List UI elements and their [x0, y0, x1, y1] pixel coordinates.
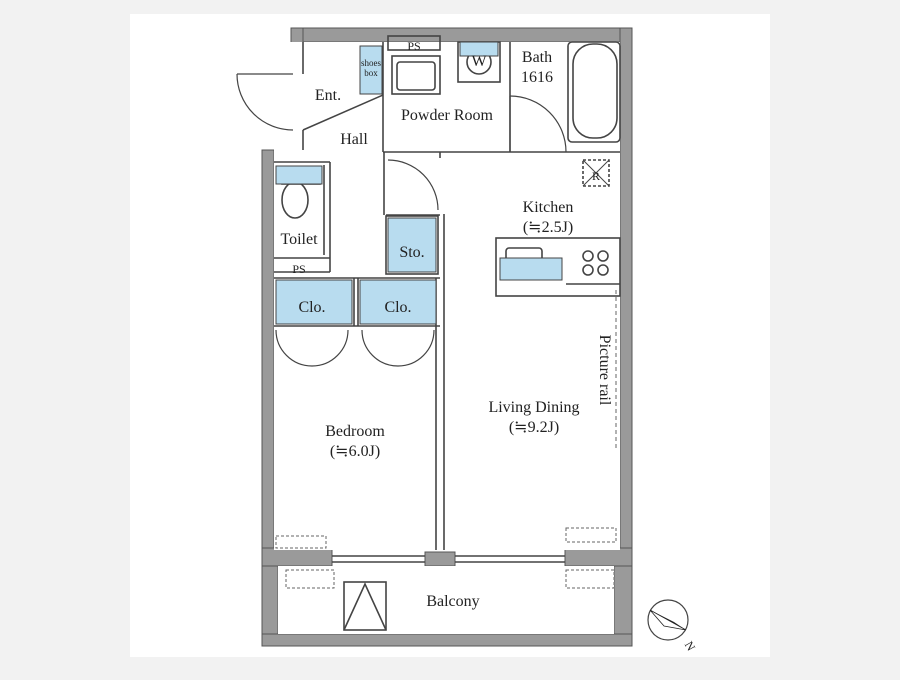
picture-rail-label: Picture rail — [596, 334, 613, 406]
bath-label: Bath — [521, 49, 553, 66]
living-dining-label: Living Dining — [488, 399, 580, 416]
closet-1-label: Clo. — [298, 299, 326, 316]
bedroom-size-label: (≒6.0J) — [329, 443, 381, 460]
balcony-label: Balcony — [426, 593, 480, 610]
kitchen-label: Kitchen — [522, 199, 574, 216]
compass-icon — [647, 599, 689, 641]
storage-label: Sto. — [399, 244, 425, 261]
toilet-label: Toilet — [280, 231, 318, 248]
closet-2-label: Clo. — [384, 299, 412, 316]
entrance-label: Ent. — [314, 87, 342, 104]
pipe-space-toilet-label: PS — [292, 262, 306, 276]
storage-fills — [275, 41, 563, 325]
doors — [236, 73, 567, 367]
hall-label: Hall — [340, 131, 368, 148]
ac-units — [275, 527, 617, 589]
shoes-box-label: shoes box — [361, 58, 381, 78]
refrigerator-label: R — [591, 169, 601, 183]
washer-label: W — [471, 53, 487, 70]
pipe-space-top-label: PS — [407, 39, 421, 53]
powder-room-label: Powder Room — [401, 107, 493, 124]
bath-size-label: 1616 — [521, 69, 553, 86]
kitchen-size-label: (≒2.5J) — [522, 219, 574, 236]
living-dining-size-label: (≒9.2J) — [508, 419, 560, 436]
bedroom-label: Bedroom — [325, 423, 385, 440]
